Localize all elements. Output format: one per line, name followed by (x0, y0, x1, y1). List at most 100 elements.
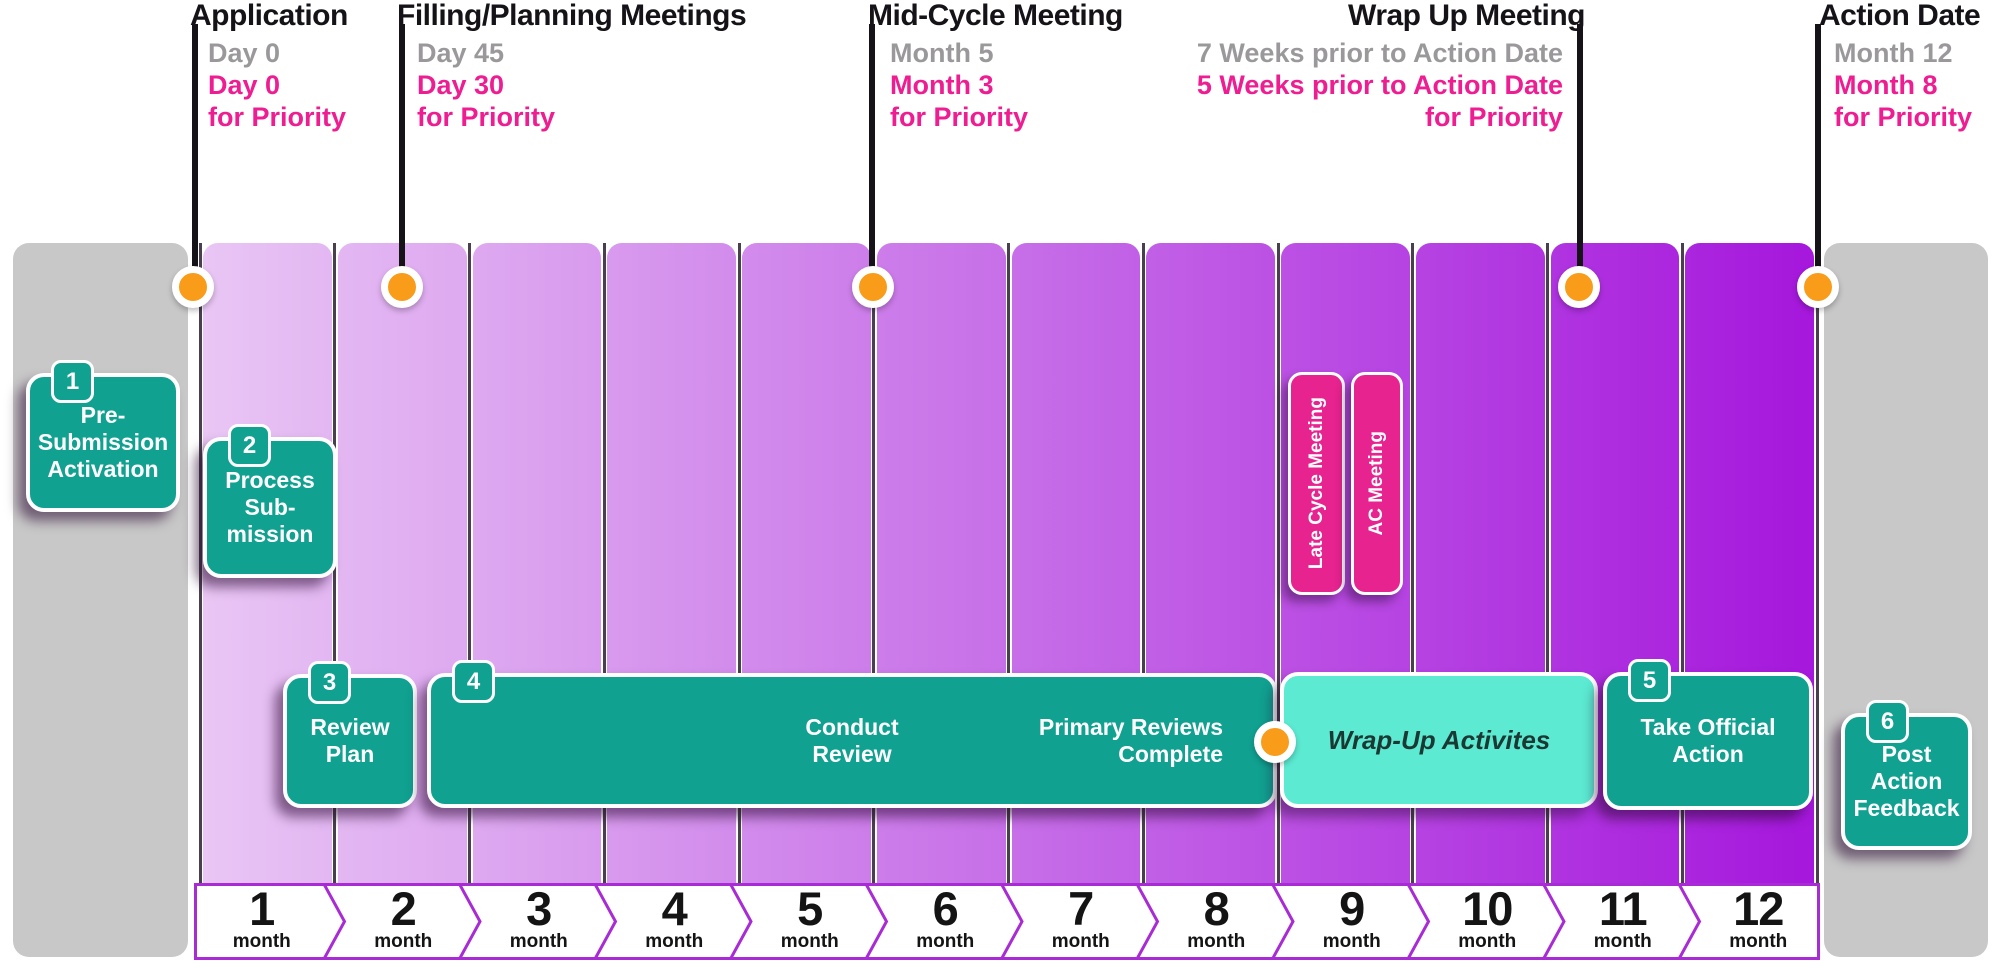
ac-meeting-tab: AC Meeting (1351, 372, 1403, 595)
step-label: Pre- Submission Activation (37, 402, 169, 482)
standard-date: Day 0 (208, 38, 281, 68)
primary-reviews-complete-note: Primary Reviews Complete (1038, 713, 1223, 767)
milestone-dot-action-date (1797, 266, 1839, 308)
column-divider-line (198, 243, 202, 883)
step-label: Review Plan (310, 714, 390, 767)
month-unit-label: month (374, 931, 433, 952)
step-take-official-action: 5 Take Official Action (1603, 659, 1813, 810)
step-label: Take Official Action (1640, 714, 1776, 767)
priority-suffix: for Priority (890, 102, 1029, 132)
wrap-up-label: Wrap-Up Activites (1327, 724, 1551, 755)
milestone-title: Mid-Cycle Meeting (868, 0, 1123, 32)
dot-primary-reviews-complete (1254, 721, 1296, 763)
strip-border-path (194, 883, 1820, 960)
milestone-title: Filling/Planning Meetings (397, 0, 747, 32)
milestone-dot-wrap-up (1558, 266, 1600, 308)
priority-suffix: for Priority (208, 102, 347, 132)
month-unit-label: month (1051, 931, 1110, 952)
milestone-wrap-up: Wrap Up Meeting 7 Weeks prior to Action … (1197, 0, 1586, 133)
column-divider-line (1141, 243, 1145, 883)
milestone-dates: 7 Weeks prior to Action Date 5 Weeks pri… (1197, 37, 1585, 133)
month-unit-label: month (1729, 931, 1788, 952)
step-process-submission: 2 Process Sub- mission (203, 424, 337, 578)
milestone-dot-filing (381, 266, 423, 308)
milestone-application: Application Day 0 Day 0 for Priority (190, 0, 348, 133)
step-label: Conduct Review (805, 713, 899, 767)
column-divider-line (1411, 243, 1415, 883)
priority-date: Month 8 (1834, 70, 1938, 100)
month-unit-label: month (1458, 931, 1517, 952)
milestone-dates: Month 12 Month 8 for Priority (1819, 37, 1980, 133)
step-number-badge: 3 (308, 661, 351, 704)
column-divider-line (1007, 243, 1010, 883)
standard-date: Month 12 (1834, 38, 1953, 68)
column-divider-line (602, 243, 606, 883)
milestone-title: Application (190, 0, 348, 32)
standard-date: 7 Weeks prior to Action Date (1196, 38, 1563, 68)
month-number: 1 (249, 882, 275, 935)
month-unit-label: month (1187, 931, 1246, 952)
priority-date: Month 3 (890, 70, 994, 100)
column-divider-line (1815, 243, 1819, 883)
milestone-line-filing (399, 24, 405, 288)
step-review-plan: 3 Review Plan (283, 661, 417, 808)
step-number-badge: 2 (228, 424, 271, 467)
column-divider-line (737, 243, 741, 883)
milestone-line-application (192, 24, 198, 288)
month-number: 2 (390, 882, 417, 935)
month-number: 4 (661, 882, 688, 935)
milestone-filing: Filling/Planning Meetings Day 45 Day 30 … (397, 0, 747, 133)
step-label: Post Action Feedback (1853, 741, 1960, 821)
step-number-badge: 1 (51, 360, 94, 403)
pre-timeline-block (13, 243, 188, 957)
milestone-dates: Day 0 Day 0 for Priority (190, 37, 348, 133)
step-number-badge: 4 (452, 660, 495, 703)
month-number: 7 (1068, 882, 1094, 935)
step-post-action-feedback: 6 Post Action Feedback (1841, 700, 1972, 850)
month-unit-label: month (780, 931, 839, 952)
late-cycle-meeting-tab: Late Cycle Meeting (1288, 372, 1345, 595)
month-number: 3 (526, 882, 552, 935)
milestone-dot-mid-cycle (852, 266, 894, 308)
column-divider-line (872, 243, 876, 883)
column-divider-line (1680, 243, 1684, 883)
priority-date: Day 30 (417, 70, 505, 100)
milestone-mid-cycle: Mid-Cycle Meeting Month 5 Month 3 for Pr… (868, 0, 1123, 133)
priority-date: Day 0 (208, 70, 281, 100)
month-unit-label: month (1322, 931, 1381, 952)
step-number-badge: 6 (1866, 700, 1909, 743)
month-unit-label: month (1593, 931, 1652, 952)
month-strip-frame (194, 883, 1820, 960)
month-unit-label: month (232, 931, 291, 952)
column-divider-line (468, 243, 471, 883)
month-number: 10 (1462, 882, 1513, 935)
milestone-line-wrap-up (1577, 24, 1583, 288)
step-pre-submission-activation: 1 Pre- Submission Activation (26, 360, 180, 512)
month-number: 12 (1733, 882, 1784, 935)
milestone-line-action-date (1815, 24, 1821, 288)
standard-date: Day 45 (417, 38, 505, 68)
month-number: 9 (1339, 882, 1365, 935)
step-number-badge: 5 (1628, 659, 1671, 702)
meeting-label: AC Meeting (1366, 431, 1387, 536)
month-number: 6 (932, 882, 959, 935)
priority-suffix: for Priority (417, 102, 556, 132)
month-unit-label: month (509, 931, 568, 952)
month-unit-label: month (916, 931, 975, 952)
priority-suffix: for Priority (1834, 102, 1973, 132)
meeting-label: Late Cycle Meeting (1305, 397, 1327, 570)
priority-suffix: for Priority (1424, 102, 1563, 132)
